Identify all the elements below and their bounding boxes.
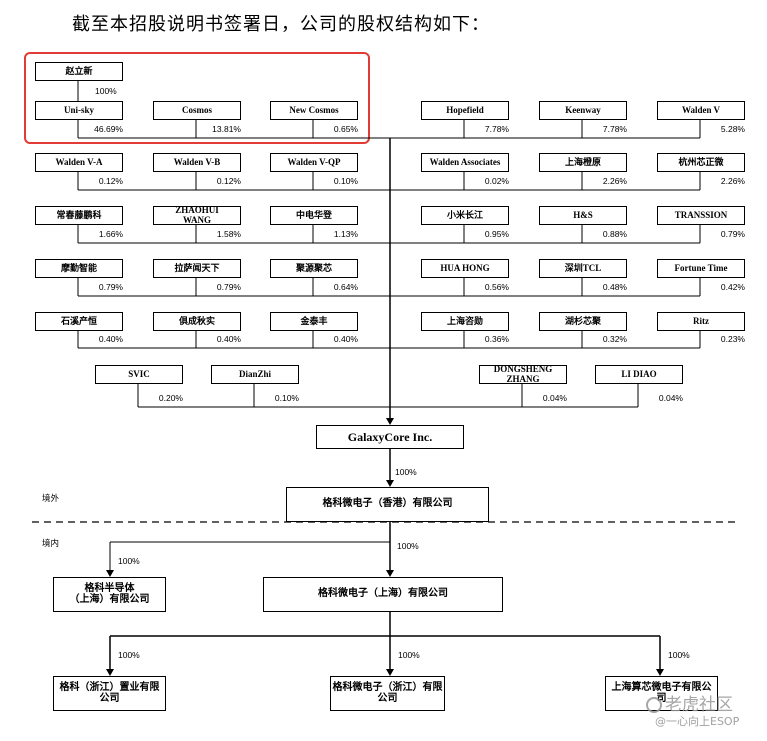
shareholder-pct: 0.79%: [98, 282, 123, 292]
shareholder-pct: 0.65%: [333, 124, 358, 134]
domestic-label: 境内: [42, 538, 60, 548]
shareholder-box: Cosmos: [153, 101, 241, 120]
arrow-third-tier: [386, 669, 394, 676]
shareholder-pct: 7.78%: [602, 124, 627, 134]
shareholder-pct: 5.28%: [720, 124, 745, 134]
watermark-handle: @一心向上ESOP: [655, 715, 740, 728]
shareholder-box: 石溪产恒: [35, 312, 123, 331]
shareholder-pct: 0.02%: [484, 176, 509, 186]
shareholder-pct: 0.56%: [484, 282, 509, 292]
overseas-label: 境外: [42, 493, 60, 503]
shareholder-box: H&S: [539, 206, 627, 225]
shareholder-pct: 0.95%: [484, 229, 509, 239]
shareholder-pct: 0.10%: [333, 176, 358, 186]
shanghai-subsidiary-box: 格科微电子（上海）有限公司: [263, 577, 503, 612]
shareholder-pct: 0.36%: [484, 334, 509, 344]
shareholder-box: Walden V-A: [35, 153, 123, 172]
shareholder-box: 金泰丰: [270, 312, 358, 331]
owner-box-zhao-lixin: 赵立新: [35, 62, 123, 81]
shareholder-pct: 0.12%: [98, 176, 123, 186]
watermark-text: 老虎社区: [665, 695, 733, 715]
shareholder-box: Uni-sky: [35, 101, 123, 120]
watermark-icon: [646, 697, 662, 713]
arrow-to-semi: [106, 570, 114, 577]
shareholder-box: 上海咨勋: [421, 312, 509, 331]
shareholder-pct: 0.48%: [602, 282, 627, 292]
shareholder-box: HUA HONG: [421, 259, 509, 278]
shareholder-box: 深圳TCL: [539, 259, 627, 278]
watermark-logo: 老虎社区: [646, 690, 733, 715]
arrow-to-galaxycore: [386, 418, 394, 425]
shareholder-pct: 0.40%: [98, 334, 123, 344]
shareholder-box: LI DIAO: [595, 365, 683, 384]
shareholder-box: DONGSHENG ZHANG: [479, 364, 567, 384]
shareholder-pct: 0.20%: [158, 393, 183, 403]
shareholder-box: 中电华登: [270, 206, 358, 225]
shareholder-pct: 0.42%: [720, 282, 745, 292]
owner-pct: 100%: [95, 86, 117, 96]
hk-subsidiary-box: 格科微电子（香港）有限公司: [286, 487, 489, 522]
shareholder-pct: 0.40%: [216, 334, 241, 344]
zhejiang-micro-box: 格科微电子（浙江）有限 公司: [330, 676, 445, 711]
shareholder-pct: 0.79%: [216, 282, 241, 292]
shareholder-pct: 0.10%: [274, 393, 299, 403]
shareholder-box: Fortune Time: [657, 259, 745, 278]
third-tier-pct: 100%: [118, 650, 140, 660]
shareholder-box: 杭州芯正微: [657, 153, 745, 172]
shareholder-pct: 1.58%: [216, 229, 241, 239]
arrow-third-tier: [656, 669, 664, 676]
shareholder-box: 上海橙原: [539, 153, 627, 172]
shareholder-box: Hopefield: [421, 101, 509, 120]
shareholder-pct: 0.79%: [720, 229, 745, 239]
shareholder-pct: 7.78%: [484, 124, 509, 134]
shareholder-pct: 13.81%: [212, 124, 241, 134]
shareholder-box: Walden V: [657, 101, 745, 120]
shareholder-box: TRANSSION: [657, 206, 745, 225]
shareholder-box: Walden V-B: [153, 153, 241, 172]
galaxycore-box: GalaxyCore Inc.: [316, 425, 464, 449]
shareholder-box: 摩勤智能: [35, 259, 123, 278]
shareholder-pct: 0.04%: [658, 393, 683, 403]
zhejiang-estate-box: 格科（浙江）置业有限 公司: [53, 676, 166, 711]
shareholder-pct: 0.88%: [602, 229, 627, 239]
shareholder-box: 小米长江: [421, 206, 509, 225]
galaxycore-hk-pct: 100%: [395, 467, 417, 477]
shareholder-pct: 1.66%: [98, 229, 123, 239]
shareholder-box: SVIC: [95, 365, 183, 384]
shareholder-box: Walden V-QP: [270, 153, 358, 172]
shareholder-box: 湖杉芯聚: [539, 312, 627, 331]
arrow-third-tier: [106, 669, 114, 676]
highlight-frame: [24, 52, 370, 144]
shareholder-box: 常春藤鹏科: [35, 206, 123, 225]
arrow-to-hk: [386, 480, 394, 487]
semi-pct: 100%: [118, 556, 140, 566]
shareholder-pct: 0.40%: [333, 334, 358, 344]
shareholder-box: 俱成秋实: [153, 312, 241, 331]
third-tier-pct: 100%: [398, 650, 420, 660]
shanghai-pct: 100%: [397, 541, 419, 551]
semi-shanghai-box: 格科半导体 （上海）有限公司: [53, 577, 166, 612]
shareholder-pct: 0.32%: [602, 334, 627, 344]
third-tier-pct: 100%: [668, 650, 690, 660]
shareholder-pct: 1.13%: [333, 229, 358, 239]
arrow-to-shanghai: [386, 570, 394, 577]
shareholder-pct: 0.12%: [216, 176, 241, 186]
shareholder-box: DianZhi: [211, 365, 299, 384]
shareholder-pct: 0.04%: [542, 393, 567, 403]
shareholder-box: 拉萨闻天下: [153, 259, 241, 278]
shareholder-box: ZHAOHUI WANG: [153, 205, 241, 225]
shareholder-box: Ritz: [657, 312, 745, 331]
shareholder-box: Keenway: [539, 101, 627, 120]
shareholder-pct: 2.26%: [720, 176, 745, 186]
shareholder-pct: 2.26%: [602, 176, 627, 186]
shareholder-pct: 0.64%: [333, 282, 358, 292]
shareholder-box: New Cosmos: [270, 101, 358, 120]
shareholder-pct: 0.23%: [720, 334, 745, 344]
page-heading: 截至本招股说明书签署日，公司的股权结构如下：: [72, 14, 490, 34]
shareholder-box: Walden Associates: [421, 153, 509, 172]
shareholder-box: 聚源聚芯: [270, 259, 358, 278]
shareholder-pct: 46.69%: [94, 124, 123, 134]
